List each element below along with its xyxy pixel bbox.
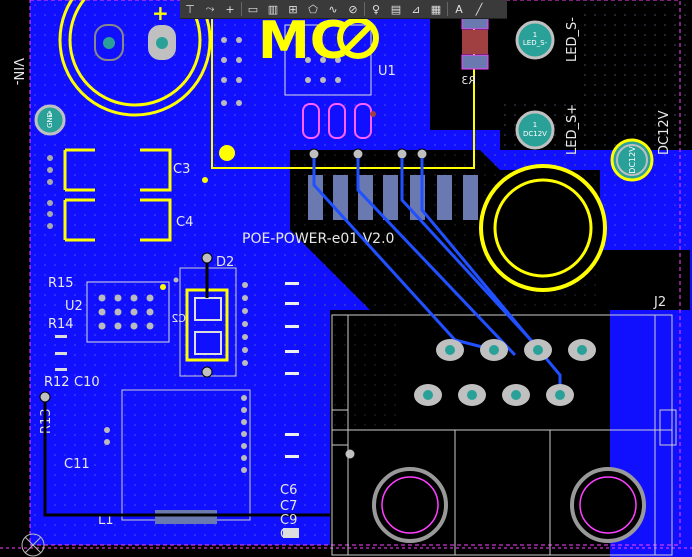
u2-pads[interactable] [98, 294, 154, 330]
d2-label: D2 [216, 255, 234, 270]
led-s-plus-pad-pin: 1 [533, 121, 537, 129]
c8-pad[interactable] [283, 528, 299, 538]
rj45-clearance [400, 310, 600, 430]
c4-outline [65, 198, 172, 242]
origin-marker-icon [21, 533, 45, 557]
c4-label: C4 [176, 215, 193, 230]
via-r13 [39, 391, 51, 403]
polygon-tool-icon[interactable]: ⬠ [308, 2, 318, 16]
r3-label: R3 [461, 74, 476, 87]
u1-module-outline [211, 0, 475, 169]
r12-label: R12 [44, 375, 70, 390]
j2-pads-bottom[interactable] [414, 384, 574, 406]
r14-label: R14 [48, 317, 74, 332]
c10-label: C10 [74, 375, 100, 390]
chart-tool-icon[interactable]: ▥ [267, 2, 279, 16]
dc12v-pad-net: DC12V [628, 146, 637, 174]
vin-label: VIN- [10, 58, 25, 85]
via-c6 [344, 448, 356, 460]
c6-label: C6 [280, 483, 297, 498]
j2-mount-hole-right [570, 467, 646, 543]
bulk-cap-pad-1-hole [103, 37, 115, 49]
gnd-pad-net: GND [46, 112, 54, 128]
u2-pin1-dot [160, 284, 166, 290]
r15-label: R15 [48, 276, 74, 291]
c2-pad-2[interactable] [194, 331, 222, 355]
left-vias [47, 155, 53, 229]
u2-label: U2 [65, 299, 83, 314]
c7-label: C7 [280, 499, 297, 514]
small-caps-right [285, 282, 299, 458]
led-s-plus-label: LED_S+ [565, 104, 580, 155]
board-title: POE-POWER-e01 V2.0 [242, 231, 394, 247]
logo-text: MC [258, 11, 348, 71]
c2-pad-1[interactable] [194, 297, 222, 321]
toolbar-separator [241, 2, 242, 16]
via-tool-icon[interactable]: ♀ [371, 2, 381, 16]
logo-emblem [337, 17, 379, 59]
toolbar-separator [447, 2, 448, 16]
u1-vias [221, 37, 341, 106]
u2-outline [86, 281, 170, 343]
component-tool-icon[interactable]: ▤ [390, 2, 402, 16]
u1-dot [370, 111, 376, 117]
board-outline [29, 0, 681, 546]
c2-mirror-label: C2 [171, 312, 186, 325]
c3-label: C3 [173, 162, 190, 177]
header-vias [308, 148, 428, 160]
d2-pad-1[interactable] [201, 252, 213, 264]
led-s-minus-pad[interactable] [515, 20, 555, 60]
u1-pads[interactable] [302, 103, 372, 139]
u1-label: U1 [378, 64, 396, 79]
r3-body [462, 30, 488, 54]
l1-pad[interactable] [155, 510, 217, 524]
bulk-capacitor-outline [58, 0, 212, 117]
pin1-dot [202, 177, 208, 183]
text-tool-icon[interactable]: A [455, 2, 463, 16]
j2-traces [312, 158, 562, 395]
small-passives-left [55, 335, 67, 371]
mount-hole-ring [479, 164, 607, 292]
led-s-plus-pad[interactable] [515, 110, 555, 150]
u1-ic-outline [284, 24, 372, 96]
d2-pad-2[interactable] [201, 366, 213, 378]
led-s-minus-label: LED_S- [565, 17, 580, 62]
filter-tool-icon[interactable]: ⊤ [185, 2, 195, 16]
c9-label: C9 [280, 513, 297, 528]
toolbar-separator [364, 2, 365, 16]
route-tool-icon[interactable]: ⤳ [205, 2, 215, 15]
dimension-tool-icon[interactable]: ⊿ [411, 2, 421, 16]
floating-toolbar: ⊤ ⤳ + ▭ ▥ ⊞ ⬠ ∿ ⊘ ♀ ▤ ⊿ ▦ A ╱ [180, 0, 507, 19]
bulk-cap-pad-2-hole [156, 37, 168, 49]
led-s-plus-pad-net: DC12V [523, 130, 547, 138]
gnd-pad[interactable] [34, 104, 66, 136]
align-tool-icon[interactable]: ⊞ [288, 2, 298, 16]
r3-pad-2[interactable] [461, 54, 489, 70]
keepout-tool-icon[interactable]: ⊘ [348, 2, 358, 16]
u1-pin1-marker [219, 145, 235, 161]
region-tool-icon[interactable]: ▦ [430, 2, 442, 16]
trace-return [43, 397, 352, 517]
interactive-route-tool-icon[interactable]: ∿ [328, 2, 338, 16]
c3-outline [65, 148, 172, 192]
dc12v-label: DC12V [657, 110, 672, 155]
j2-label: J2 [653, 295, 666, 310]
mid-vias [173, 277, 248, 366]
bulk-capacitor-inner [68, 0, 202, 107]
line-tool-icon[interactable]: ╱ [475, 2, 483, 16]
select-rect-tool-icon[interactable]: ▭ [247, 2, 259, 16]
gnd-pad-pin: 1 [48, 110, 52, 118]
l1-label: L1 [98, 513, 114, 528]
l1-vias [104, 395, 247, 473]
led-s-pad-net: LED_S- [523, 39, 548, 47]
place-tool-icon[interactable]: + [225, 2, 235, 16]
j2-pads-top[interactable] [436, 339, 596, 361]
c11-label: C11 [64, 457, 90, 472]
j2-mount-hole-left [372, 467, 448, 543]
led-s-pad-pin: 1 [533, 31, 537, 39]
polarity-plus-text: + [152, 1, 169, 25]
mount-hole-inner [493, 178, 593, 278]
